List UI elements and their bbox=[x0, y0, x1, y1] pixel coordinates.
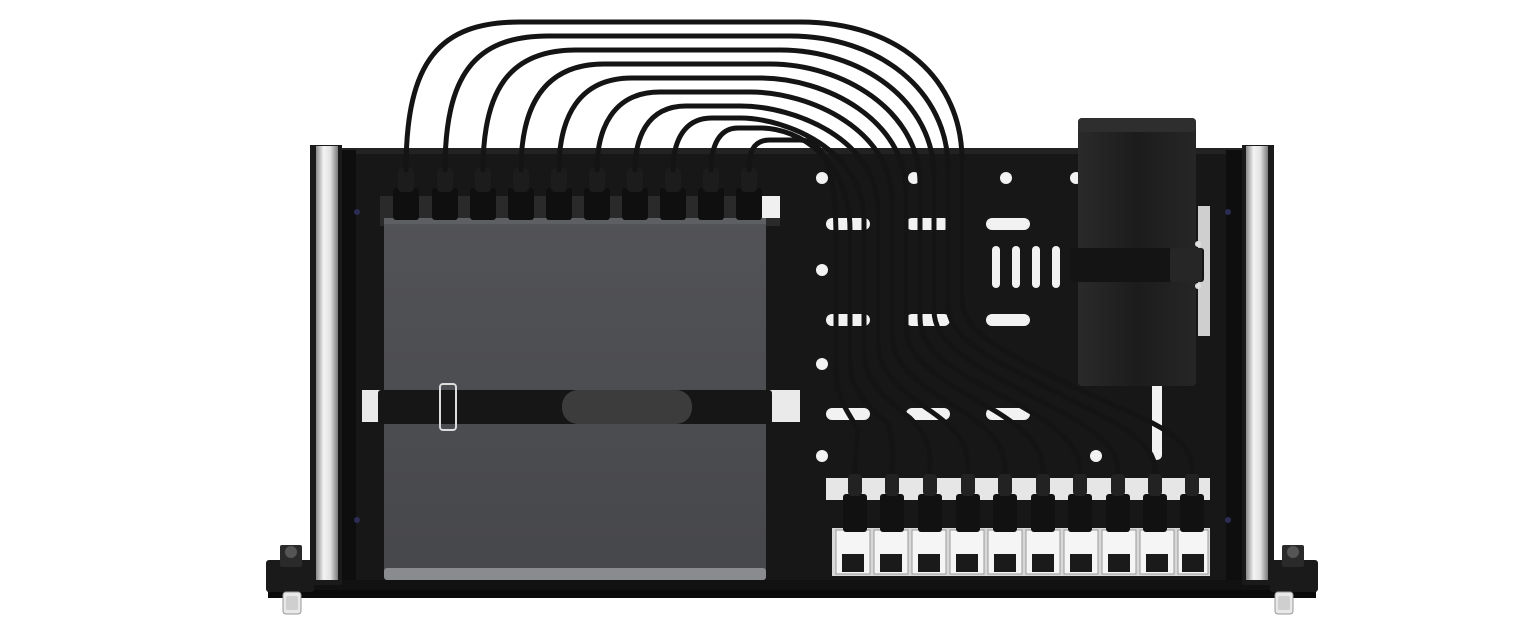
power-supply bbox=[1070, 118, 1210, 386]
left-rack-ear bbox=[266, 545, 314, 615]
left-rail bbox=[310, 145, 360, 585]
right-rack-ear bbox=[1270, 545, 1318, 615]
velcro-strap bbox=[378, 383, 772, 431]
patch-cables bbox=[403, 19, 1195, 493]
device-ports bbox=[393, 168, 762, 220]
network-device bbox=[362, 196, 800, 580]
right-rail bbox=[1225, 145, 1274, 585]
patch-panel bbox=[826, 474, 1210, 576]
shelf-front-lip bbox=[268, 578, 1316, 598]
